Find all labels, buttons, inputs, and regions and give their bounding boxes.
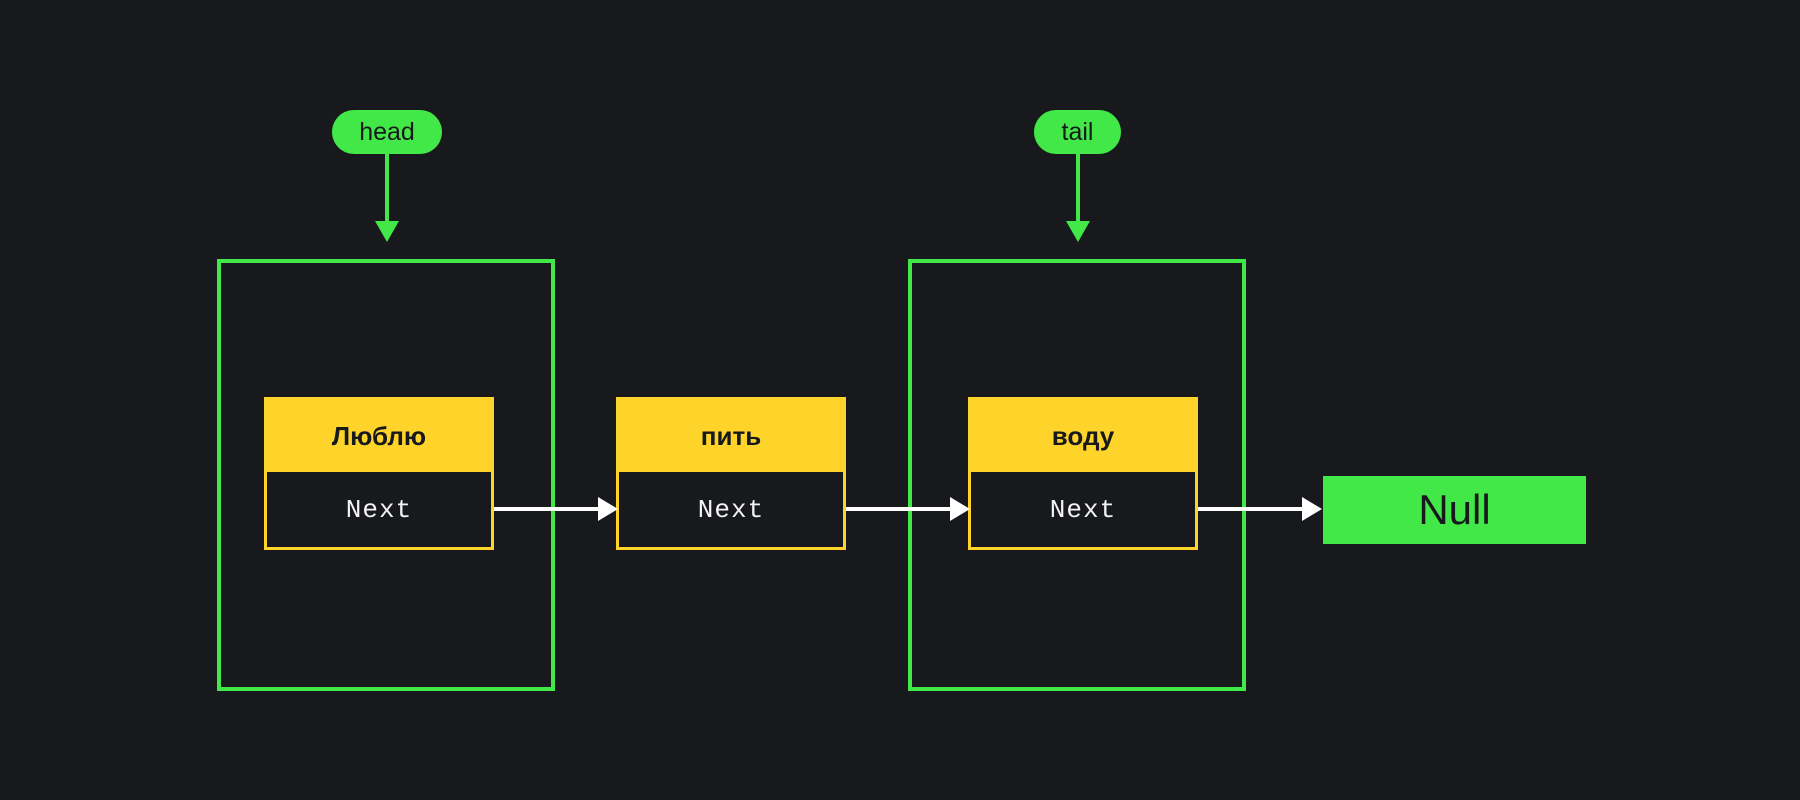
head-pointer-label: head bbox=[332, 110, 442, 154]
link-2-to-3-line bbox=[846, 507, 952, 511]
node-3-next-field: Next bbox=[971, 472, 1195, 547]
head-node-frame bbox=[217, 259, 555, 691]
link-1-to-2-line bbox=[494, 507, 600, 511]
node-2-value: пить bbox=[619, 400, 843, 472]
list-node-2: пить Next bbox=[616, 397, 846, 550]
list-node-1: Люблю Next bbox=[264, 397, 494, 550]
tail-pointer-label: tail bbox=[1034, 110, 1121, 154]
node-1-value: Люблю bbox=[267, 400, 491, 472]
head-pointer-arrowhead bbox=[375, 221, 399, 242]
tail-pointer-arrow-line bbox=[1076, 154, 1080, 224]
link-2-to-3-arrowhead bbox=[950, 497, 970, 521]
list-node-3: воду Next bbox=[968, 397, 1198, 550]
node-2-next-field: Next bbox=[619, 472, 843, 547]
link-3-to-null-arrowhead bbox=[1302, 497, 1322, 521]
node-3-value: воду bbox=[971, 400, 1195, 472]
link-1-to-2-arrowhead bbox=[598, 497, 618, 521]
node-1-next-field: Next bbox=[267, 472, 491, 547]
link-3-to-null-line bbox=[1198, 507, 1304, 511]
tail-pointer-arrowhead bbox=[1066, 221, 1090, 242]
tail-node-frame bbox=[908, 259, 1246, 691]
head-pointer-arrow-line bbox=[385, 154, 389, 224]
null-terminal: Null bbox=[1323, 476, 1586, 544]
